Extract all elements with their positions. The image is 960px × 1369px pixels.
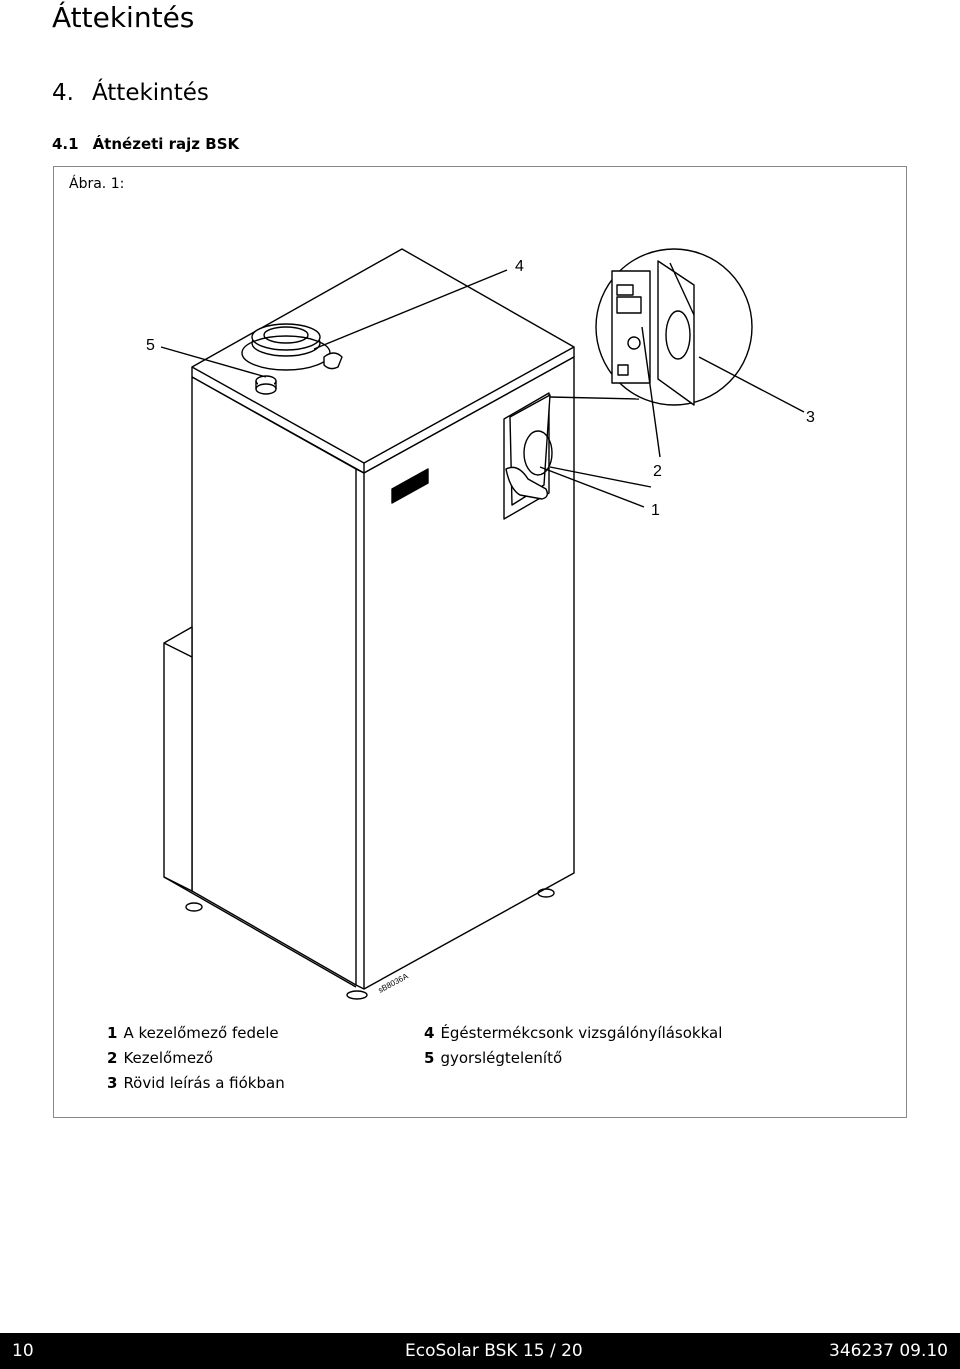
callout-2: 2 [653, 463, 662, 480]
brand-plate [391, 468, 429, 504]
page-number: 10 [12, 1341, 34, 1361]
figure-callouts: 4 5 3 2 1 sB8036A [146, 258, 815, 995]
page-footer: 10 EcoSolar BSK 15 / 20 346237 09.10 [0, 1333, 960, 1369]
callout-1: 1 [651, 502, 660, 519]
drawing-reference: sB8036A [377, 971, 410, 995]
subsection-heading: 4.1 Átnézeti rajz BSK [52, 134, 239, 154]
side-cabinet [163, 626, 193, 892]
boiler-foot [346, 990, 368, 1000]
section-heading: 4. Áttekintés [52, 78, 209, 108]
boiler-illustration [160, 248, 805, 1000]
footer-document-title: EcoSolar BSK 15 / 20 [405, 1341, 583, 1361]
section-title: Áttekintés [91, 80, 209, 106]
footer-document-code: 346237 09.10 [829, 1341, 948, 1361]
figure-frame: Ábra. 1: [53, 166, 907, 1118]
boiler-foot [537, 888, 555, 898]
boiler-foot [185, 902, 203, 912]
subsection-number: 4.1 [52, 135, 79, 153]
boiler-front-panel [363, 356, 575, 990]
callout-5: 5 [146, 337, 155, 354]
section-number: 4. [52, 80, 74, 106]
subsection-title: Átnézeti rajz BSK [92, 135, 240, 153]
figure-label: Ábra. 1: [69, 176, 125, 192]
running-header-title: Áttekintés [52, 1, 195, 34]
callout-4: 4 [515, 258, 524, 275]
hand-outline [505, 466, 549, 500]
callout-3: 3 [806, 409, 815, 426]
